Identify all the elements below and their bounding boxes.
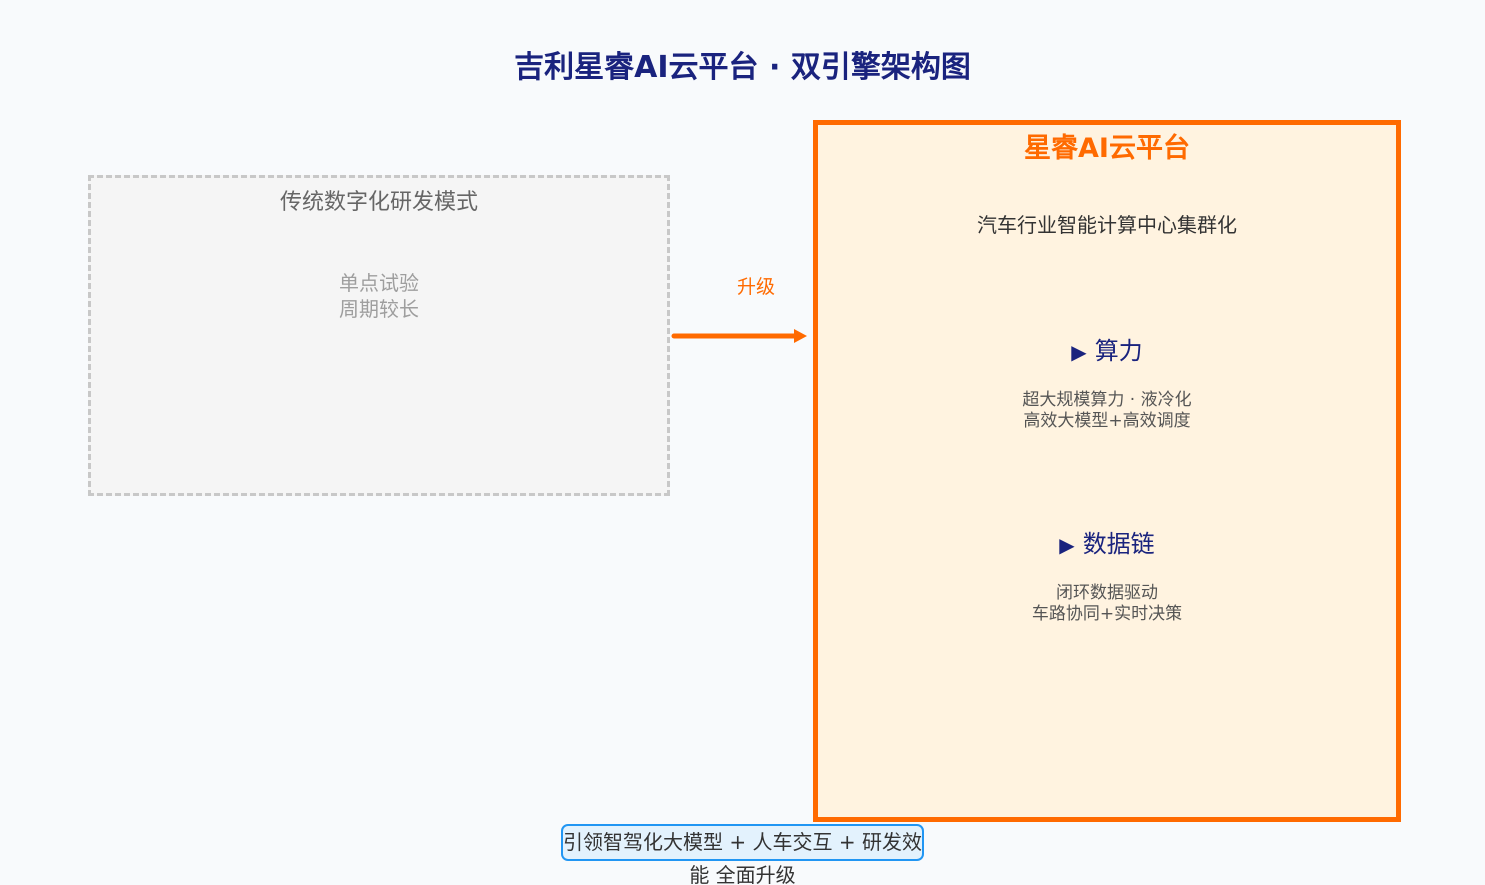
module-line: 车路协同+实时决策 (1031, 604, 1183, 624)
module-line: 超大规模算力 · 液冷化 (1022, 390, 1192, 410)
upgrade-arrow-label: 升级 (736, 276, 775, 298)
module-name: 数据链 (1082, 530, 1155, 558)
legacy-mode-box: 传统数字化研发模式 单点试验 周期较长 (88, 175, 670, 496)
legacy-mode-line: 周期较长 (339, 297, 419, 321)
module-line: 高效大模型+高效调度 (1023, 411, 1191, 431)
module-description: 闭环数据驱动 车路协同+实时决策 (818, 583, 1396, 625)
legacy-mode-line: 单点试验 (339, 271, 419, 295)
module-data-chain: ▶ 数据链 闭环数据驱动 车路协同+实时决策 (818, 528, 1396, 625)
upgrade-arrow-icon (671, 329, 807, 343)
module-name: 算力 (1094, 337, 1143, 365)
platform-title: 星睿AI云平台 (1024, 133, 1190, 164)
legacy-mode-title: 传统数字化研发模式 (279, 190, 478, 215)
ai-cloud-platform-box: 星睿AI云平台 汽车行业智能计算中心集群化 ▶ 算力 超大规模算力 · 液冷化 高… (813, 120, 1401, 822)
legacy-mode-description: 单点试验 周期较长 (91, 270, 667, 322)
page-title: 吉利星睿AI云平台 · 双引擎架构图 (514, 50, 971, 85)
module-heading: ▶ 算力 (818, 335, 1396, 368)
module-heading: ▶ 数据链 (818, 528, 1396, 561)
platform-subtitle: 汽车行业智能计算中心集群化 (977, 213, 1237, 237)
play-triangle-icon: ▶ (1071, 340, 1087, 364)
module-description: 超大规模算力 · 液冷化 高效大模型+高效调度 (818, 390, 1396, 432)
module-compute: ▶ 算力 超大规模算力 · 液冷化 高效大模型+高效调度 (818, 335, 1396, 432)
play-triangle-icon: ▶ (1059, 533, 1075, 557)
module-line: 闭环数据驱动 (1056, 583, 1158, 603)
footer-summary-badge: 引领智驾化大模型 + 人车交互 + 研发效能 全面升级 (561, 824, 924, 885)
